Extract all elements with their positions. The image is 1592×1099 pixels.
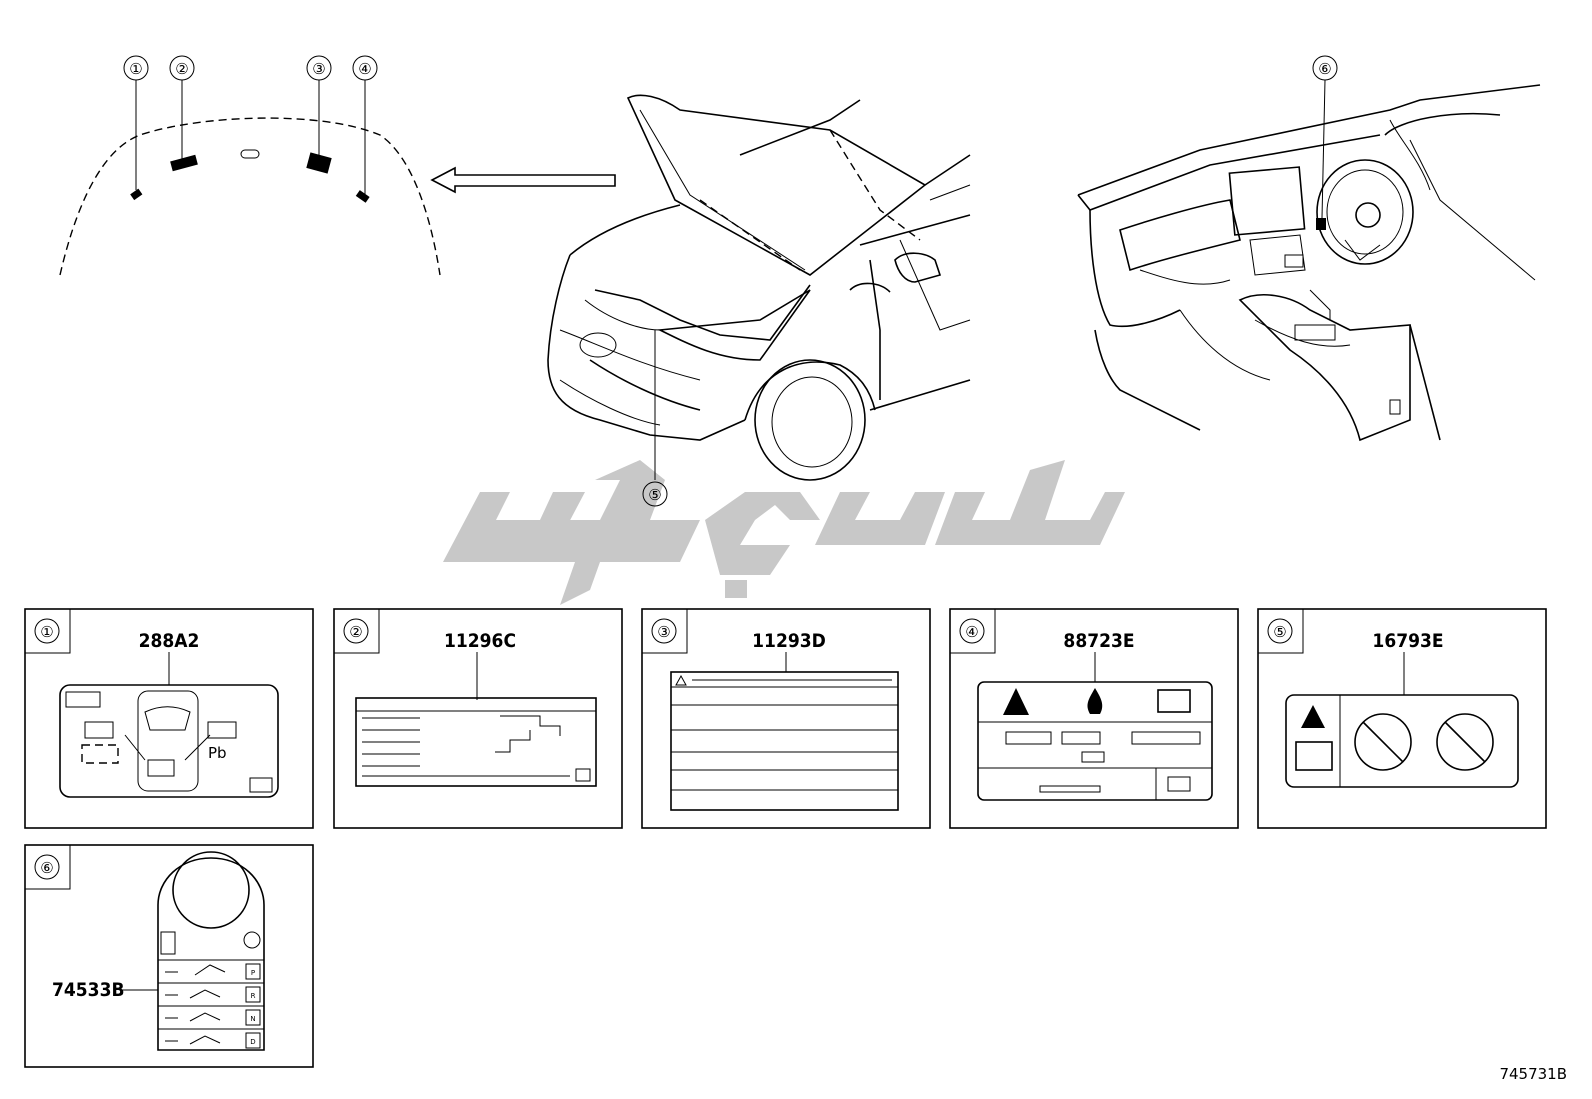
manual-icon (1295, 741, 1333, 771)
svg-text:⑤: ⑤ (1273, 623, 1286, 641)
svg-text:P: P (251, 969, 255, 977)
warning-icon (1301, 705, 1325, 728)
marker-center (240, 149, 260, 159)
part-number-11296C: 11296C (444, 630, 516, 652)
diagram-code: 745731B (1499, 1065, 1567, 1083)
dashboard-illustration (1077, 79, 1541, 442)
svg-text:⑤: ⑤ (648, 486, 661, 504)
marker-2 (170, 154, 198, 172)
svg-text:②: ② (175, 60, 188, 78)
part-number-11293D: 11293D (752, 630, 826, 652)
svg-text:②: ② (349, 623, 362, 641)
svg-text:⑥: ⑥ (1318, 60, 1331, 78)
svg-text:R: R (251, 992, 256, 1000)
part-number-16793E: 16793E (1372, 630, 1443, 652)
manual-icon (1157, 689, 1191, 713)
svg-text:④: ④ (965, 623, 978, 641)
callout-4: ④ (352, 55, 378, 81)
no-child-seat-icon (1436, 713, 1494, 771)
part-number-88723E: 88723E (1063, 630, 1134, 652)
svg-text:①: ① (129, 60, 142, 78)
callout-5: ⑤ (642, 481, 668, 507)
marker-3 (306, 152, 332, 174)
panel-1: ① 288A2 Pb (24, 608, 314, 829)
watermark-logo (443, 460, 1125, 605)
panel-3: ③ 11293D (641, 608, 931, 829)
no-airbag-icon (1354, 713, 1412, 771)
part-number-74533B: 74533B (52, 979, 125, 1001)
svg-text:N: N (250, 1015, 255, 1023)
svg-text:①: ① (40, 623, 53, 641)
svg-text:D: D (250, 1038, 255, 1046)
battery-pb-text: Pb (208, 744, 227, 762)
fire-icon (1087, 688, 1103, 714)
hood-outline-view (59, 80, 441, 276)
marker-1 (130, 188, 143, 201)
car-illustration (547, 94, 971, 481)
part-number-288A2: 288A2 (139, 630, 200, 652)
svg-text:③: ③ (657, 623, 670, 641)
callout-3: ③ (306, 55, 332, 81)
callout-1: ① (123, 55, 149, 81)
svg-text:③: ③ (312, 60, 325, 78)
svg-text:④: ④ (358, 60, 371, 78)
svg-text:⑥: ⑥ (40, 859, 53, 877)
callout-2: ② (169, 55, 195, 81)
warning-icon (1003, 688, 1029, 715)
direction-arrow (430, 166, 616, 194)
panel-2: ② 11296C (333, 608, 623, 829)
panel-6: ⑥ 74533B P R N D (24, 844, 314, 1068)
panel-4: ④ 88723E (949, 608, 1239, 829)
panel-5: ⑤ 16793E (1257, 608, 1547, 829)
callout-6: ⑥ (1312, 55, 1338, 81)
marker-4 (355, 190, 370, 203)
